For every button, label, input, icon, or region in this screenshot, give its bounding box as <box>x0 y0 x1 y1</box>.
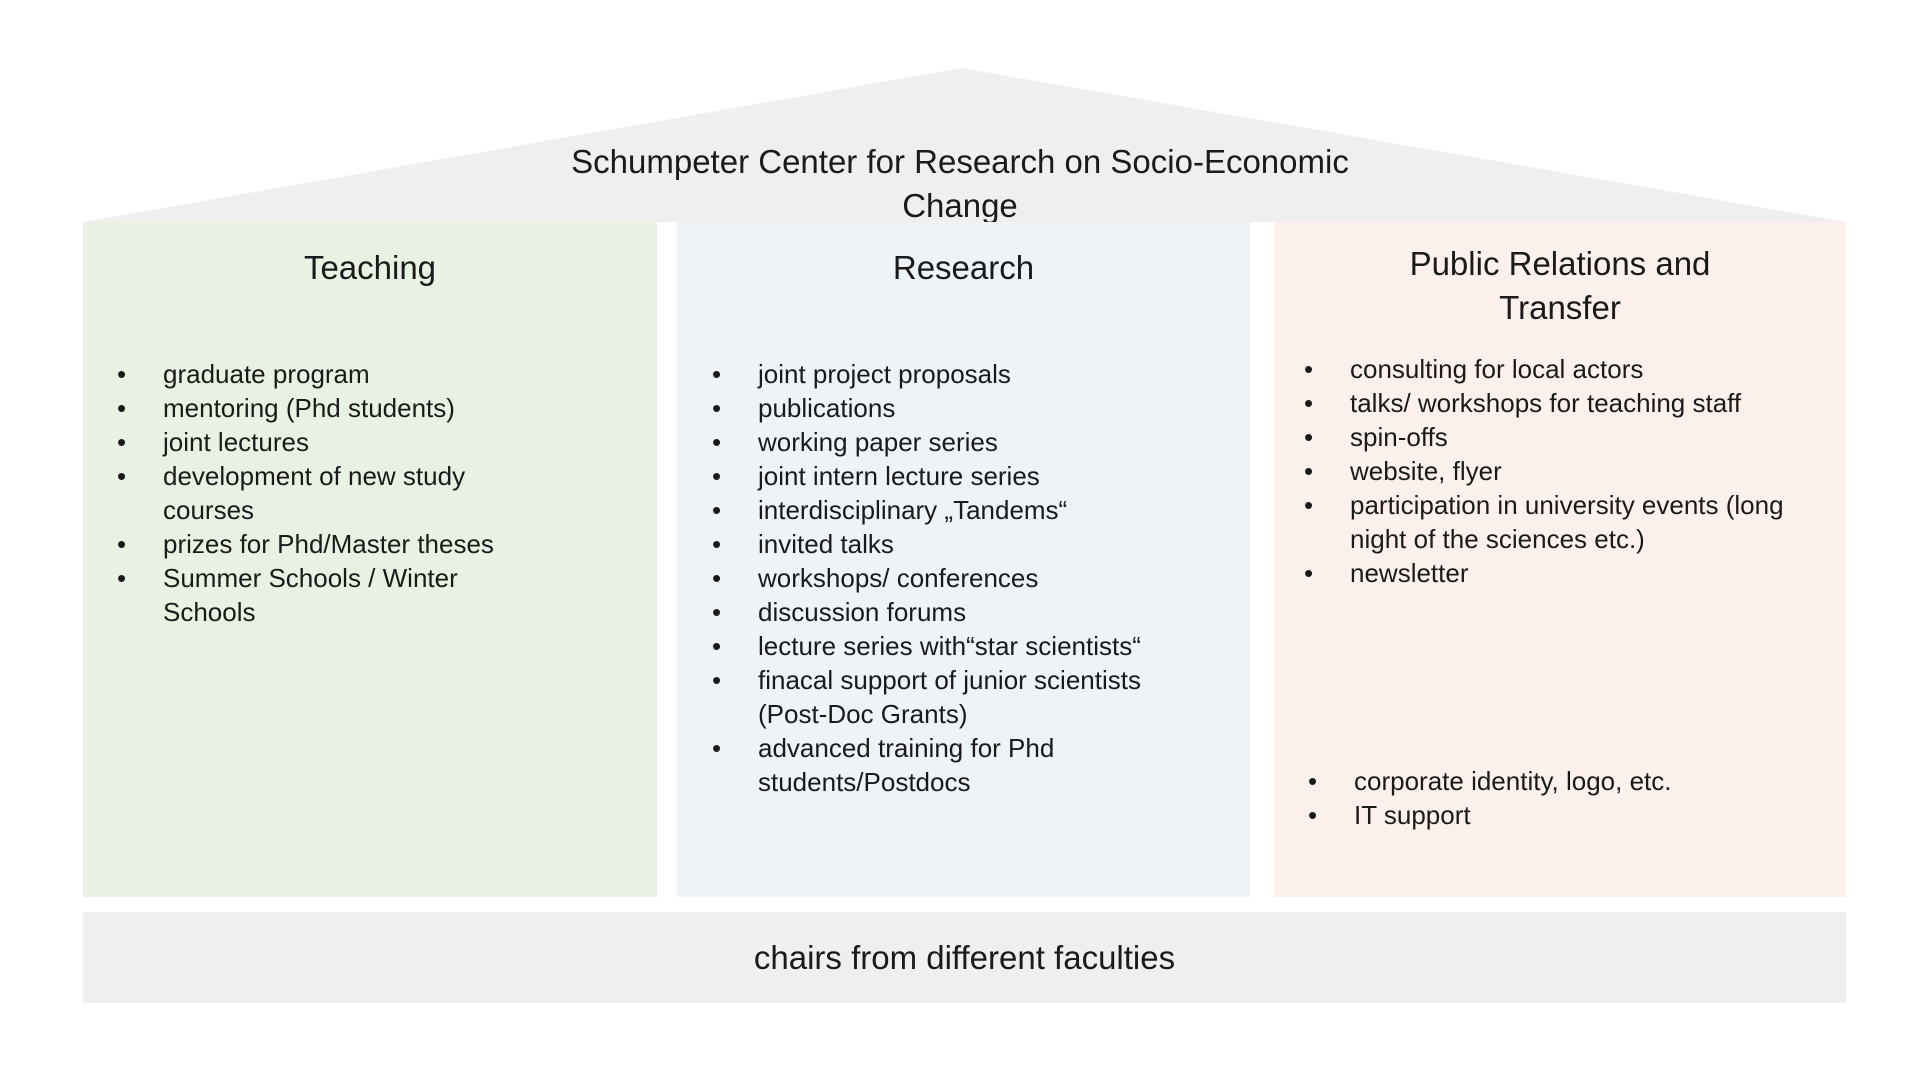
list-item: workshops/ conferences <box>712 561 1182 595</box>
public-relations-title: Public Relations and Transfer <box>1409 245 1711 326</box>
list-item: corporate identity, logo, etc. <box>1308 764 1798 798</box>
list-item: website, flyer <box>1304 454 1794 488</box>
list-item: joint intern lecture series <box>712 459 1182 493</box>
list-item: IT support <box>1308 798 1798 832</box>
list-item: joint lectures <box>117 425 497 459</box>
list-item: invited talks <box>712 527 1182 561</box>
research-list: joint project proposals publications wor… <box>712 357 1182 799</box>
center-title: Schumpeter Center for Research on Socio-… <box>571 143 1349 224</box>
public-relations-list: consulting for local actors talks/ works… <box>1304 352 1794 590</box>
foundation-bar: chairs from different faculties <box>83 912 1846 1003</box>
teaching-pillar: Teaching graduate program mentoring (Phd… <box>83 222 657 897</box>
list-item: development of new study courses <box>117 459 497 527</box>
list-item: prizes for Phd/Master theses <box>117 527 497 561</box>
list-item: spin-offs <box>1304 420 1794 454</box>
foundation-label: chairs from different faculties <box>753 938 1176 976</box>
list-item: talks/ workshops for teaching staff <box>1304 386 1794 420</box>
list-item: newsletter <box>1304 556 1794 590</box>
list-item: advanced training for Phd students/Postd… <box>712 731 1182 799</box>
list-item: joint project proposals <box>712 357 1182 391</box>
roof-shape <box>83 68 1846 222</box>
list-item: participation in university events (long… <box>1304 488 1794 556</box>
list-item: consulting for local actors <box>1304 352 1794 386</box>
teaching-title: Teaching <box>303 249 437 286</box>
list-item: finacal support of junior scientists (Po… <box>712 663 1182 731</box>
list-item: discussion forums <box>712 595 1182 629</box>
list-item: publications <box>712 391 1182 425</box>
public-relations-pillar: Public Relations and Transfer consulting… <box>1274 222 1846 897</box>
research-pillar: Research joint project proposals publica… <box>677 222 1250 897</box>
list-item: interdisciplinary „Tandems“ <box>712 493 1182 527</box>
list-item: Summer Schools / Winter Schools <box>117 561 497 629</box>
public-relations-extra-list: corporate identity, logo, etc. IT suppor… <box>1308 764 1798 832</box>
list-item: lecture series with“star scientists“ <box>712 629 1182 663</box>
list-item: mentoring (Phd students) <box>117 391 497 425</box>
list-item: graduate program <box>117 357 497 391</box>
teaching-list: graduate program mentoring (Phd students… <box>117 357 497 629</box>
list-item: working paper series <box>712 425 1182 459</box>
research-title: Research <box>892 249 1035 286</box>
